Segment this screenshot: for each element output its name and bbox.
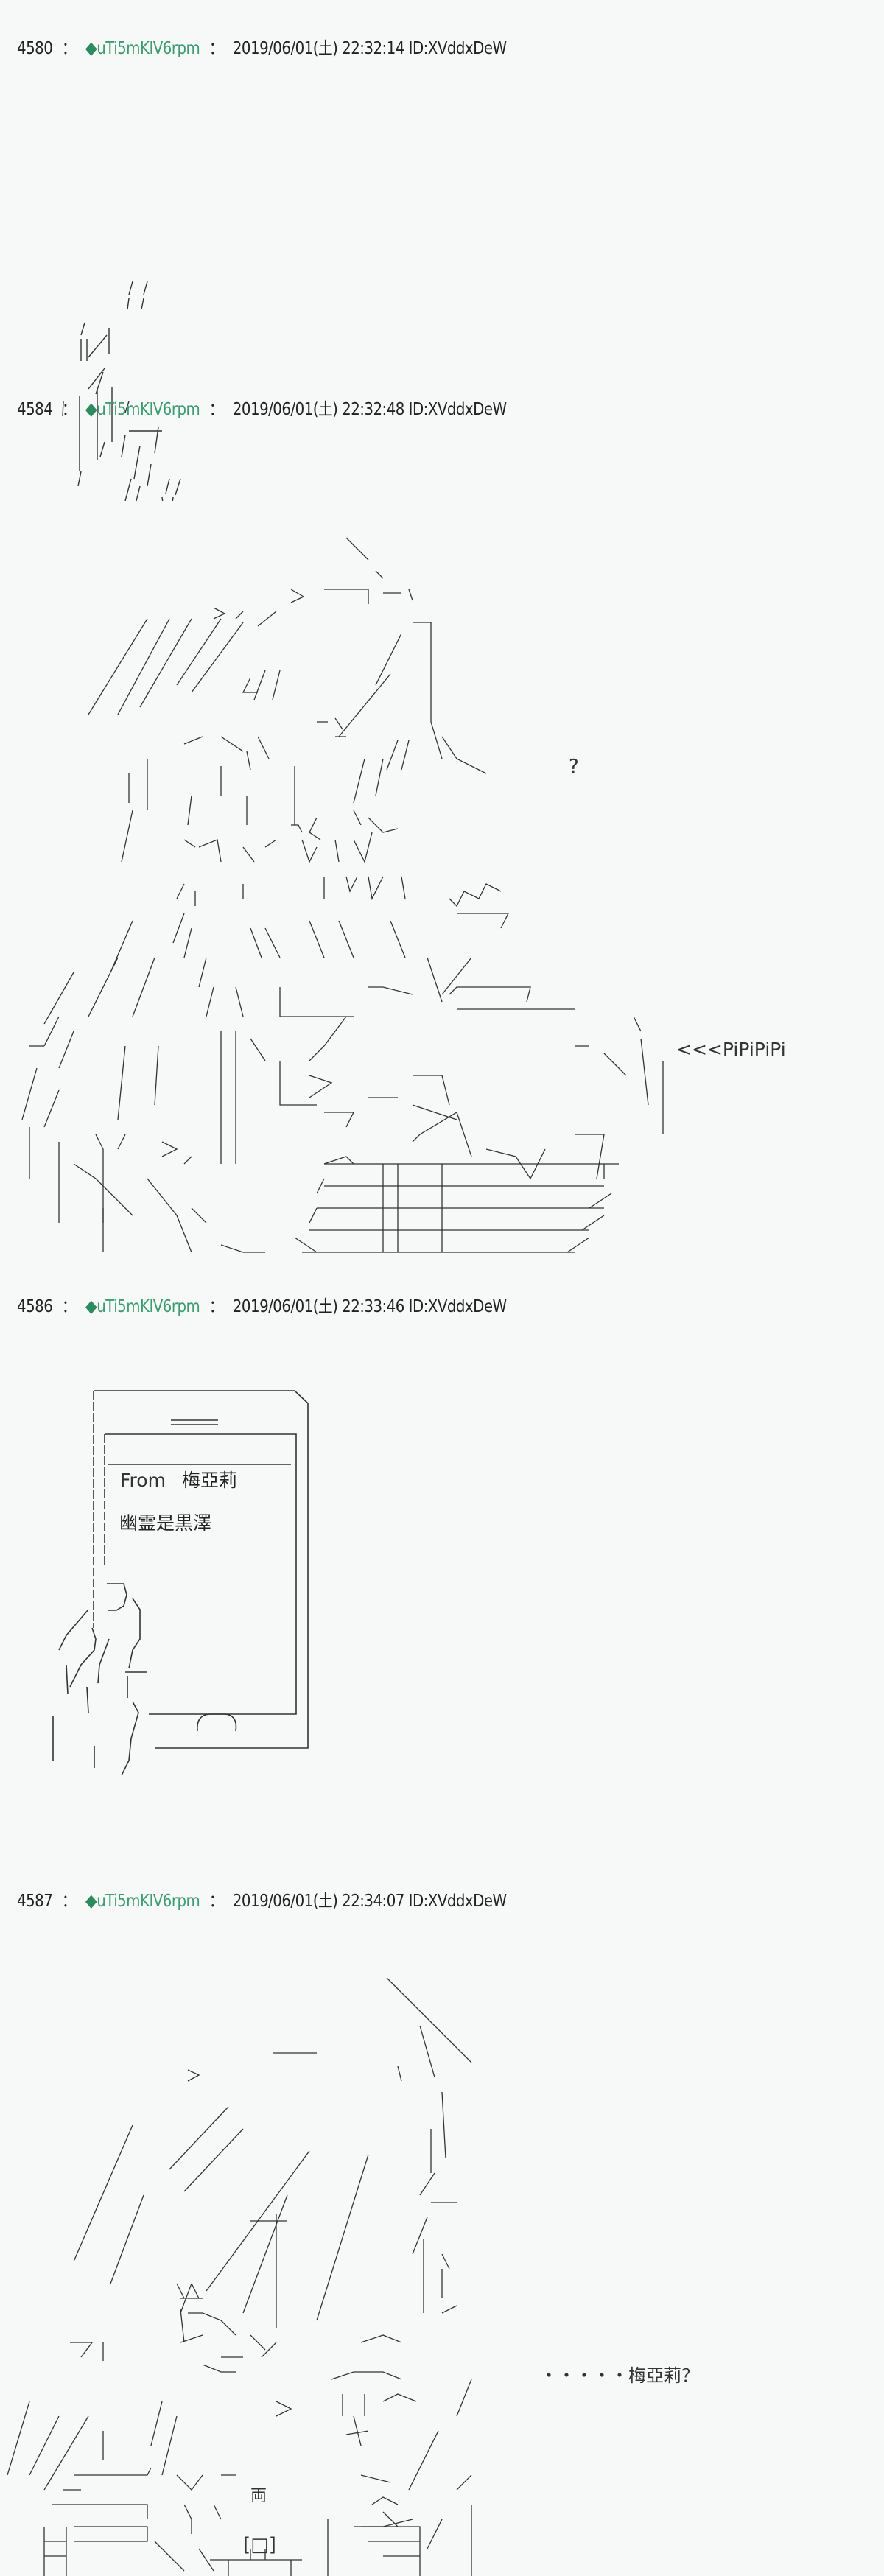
- separator: ：: [61, 1297, 77, 1316]
- box-char: [□]: [243, 2534, 276, 2556]
- two-characters-art: [7, 1977, 472, 2576]
- post-header-4580: 4580 ： ◆uTi5mKIV6rpm ： 2019/06/01(土) 22:…: [17, 38, 507, 58]
- post-id[interactable]: ID:XVddxDeW: [408, 1892, 507, 1911]
- post-header-4586: 4586 ： ◆uTi5mKIV6rpm ： 2019/06/01(土) 22:…: [17, 1296, 507, 1316]
- trip-diamond-icon: ◆: [85, 1890, 97, 1911]
- post-id[interactable]: ID:XVddxDeW: [408, 400, 507, 419]
- sign-char: 両: [250, 2487, 267, 2505]
- post-number: 4587: [17, 1892, 53, 1911]
- separator: ：: [208, 1297, 224, 1316]
- trip-code[interactable]: uTi5mKIV6rpm: [97, 1297, 200, 1316]
- trip-code[interactable]: uTi5mKIV6rpm: [97, 1892, 200, 1911]
- sender-name: 梅亞莉: [181, 1470, 237, 1491]
- post-date: 2019/06/01(土) 22:34:07: [232, 1892, 405, 1911]
- hand-gesture-art: [62, 281, 181, 501]
- ascii-art-4580: [52, 265, 243, 501]
- from-label: From: [120, 1470, 166, 1491]
- trip-code[interactable]: uTi5mKIV6rpm: [97, 39, 200, 58]
- trip-diamond-icon: ◆: [85, 1296, 97, 1316]
- girl-reading-phone-art: [21, 537, 678, 1253]
- question-mark-label: ?: [569, 756, 579, 778]
- ascii-art-4587: [0, 1959, 530, 2576]
- home-button-shape: [197, 1713, 237, 1732]
- separator: ：: [61, 1892, 77, 1911]
- message-body: 幽霊是黒澤: [119, 1512, 212, 1534]
- phone-art: [29, 1385, 324, 1842]
- trip-code[interactable]: uTi5mKIV6rpm: [97, 400, 200, 419]
- separator: ：: [208, 400, 224, 419]
- beeping-sound-label: <<<PiPiPiPi: [676, 1039, 786, 1060]
- post-number: 4586: [17, 1297, 53, 1316]
- murmur-label: ・・・・・梅亞莉？: [540, 2365, 699, 2386]
- post-date: 2019/06/01(土) 22:33:46: [232, 1297, 405, 1316]
- post-number: 4580: [17, 39, 53, 58]
- trip-diamond-icon: ◆: [85, 38, 97, 58]
- post-date: 2019/06/01(土) 22:32:48: [232, 400, 405, 419]
- phone-outer-frame: [94, 1390, 309, 1749]
- separator: ：: [61, 39, 77, 58]
- post-header-4584: 4584 ： ◆uTi5mKIV6rpm ： 2019/06/01(土) 22:…: [17, 399, 507, 419]
- smartphone-drawing: [52, 1390, 309, 1776]
- post-id[interactable]: ID:XVddxDeW: [408, 1297, 507, 1316]
- trip-diamond-icon: ◆: [85, 399, 97, 419]
- post-date: 2019/06/01(土) 22:32:14: [232, 39, 405, 58]
- separator: ：: [208, 1892, 224, 1911]
- post-header-4587: 4587 ： ◆uTi5mKIV6rpm ： 2019/06/01(土) 22:…: [17, 1890, 507, 1911]
- ascii-art-4584: [0, 516, 678, 1260]
- separator: ：: [61, 400, 77, 419]
- post-id[interactable]: ID:XVddxDeW: [408, 39, 507, 58]
- message-sender: From 梅亞莉: [120, 1466, 237, 1492]
- separator: ：: [208, 39, 224, 58]
- post-number: 4584: [17, 400, 53, 419]
